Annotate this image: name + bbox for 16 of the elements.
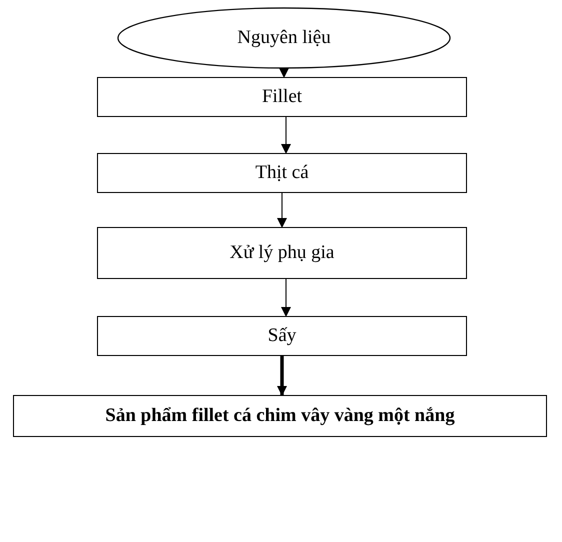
step-label: Xử lý phụ gia [230, 240, 334, 265]
step-label: Nguyên liệu [237, 26, 331, 50]
process-box [97, 77, 467, 117]
process-box [13, 395, 547, 437]
process-box [97, 316, 467, 356]
arrow [277, 192, 287, 228]
step-label: Sản phẩm fillet cá chim vây vàng một nắng [105, 404, 455, 428]
process-box [97, 227, 467, 279]
step-label: Fillet [262, 84, 302, 109]
arrow [281, 278, 291, 317]
arrow [279, 68, 289, 78]
step-label: Thịt cá [255, 160, 309, 185]
step-label: Sấy [268, 324, 296, 348]
process-box [97, 153, 467, 193]
arrow [277, 356, 287, 396]
arrow [281, 116, 291, 154]
